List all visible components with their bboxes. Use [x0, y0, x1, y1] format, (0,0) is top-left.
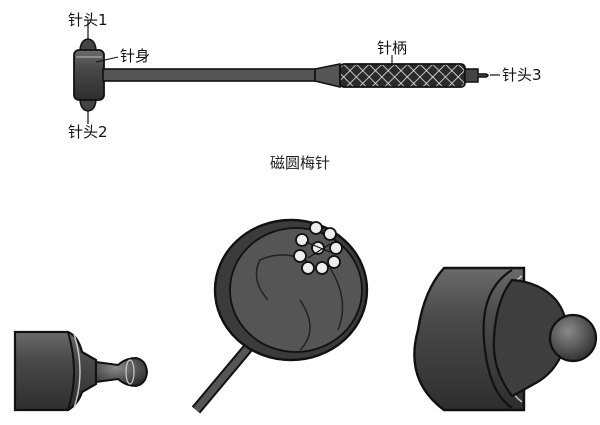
- needle-illustration: [73, 20, 500, 124]
- needle-handle: [339, 63, 466, 88]
- detail-tip2: [413, 266, 598, 412]
- tip1-fold-2: [299, 299, 311, 351]
- needle-taper: [314, 63, 341, 89]
- tip3-rim-highlight: [73, 333, 81, 409]
- label-handle: 针柄: [377, 39, 408, 57]
- tip3-knob: [95, 356, 149, 388]
- tip1-cap: [79, 38, 97, 53]
- tip2-cylinder: [413, 266, 526, 412]
- diagram-caption: 磁圆梅针: [270, 154, 331, 172]
- tip2-cap: [79, 97, 97, 112]
- label-tip1: 针头1: [68, 11, 108, 29]
- tip1-fold-3: [329, 267, 344, 331]
- label-tip2: 针头2: [68, 123, 108, 141]
- tip3-cap: [464, 68, 489, 83]
- needle-body: [102, 68, 316, 82]
- tip2-collar: [492, 278, 568, 398]
- tip2-ball: [548, 313, 598, 363]
- pin-cluster: [293, 221, 343, 275]
- tip3-cylinder: [13, 330, 98, 412]
- tip3-rim: [67, 331, 75, 411]
- label-body: 针身: [120, 47, 151, 65]
- detail-tip3: [13, 330, 149, 412]
- body-leader: [95, 56, 119, 63]
- tip2-rim: [482, 269, 513, 409]
- detail-tip1: [191, 218, 369, 414]
- tip3-knob-ring: [125, 359, 135, 385]
- label-tip3: 针头3: [502, 66, 542, 84]
